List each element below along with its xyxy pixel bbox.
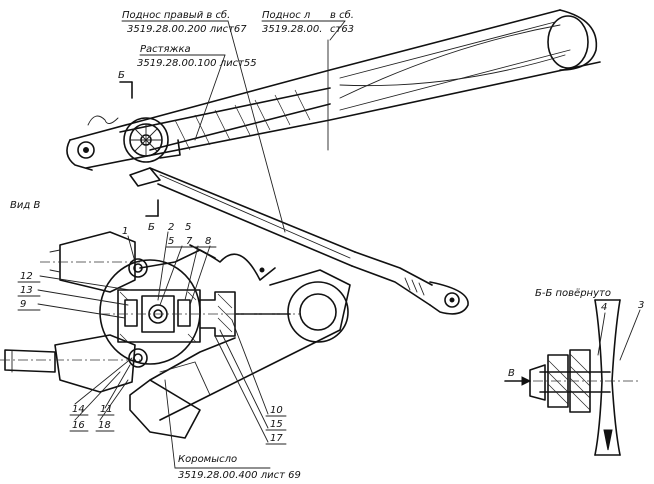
section-mark-label-bottom: Б <box>148 222 155 233</box>
callout-16: 16 <box>72 420 85 431</box>
callout-numbers: 1 2 5 5 7 8 12 13 9 14 11 16 18 10 15 17… <box>17 222 644 445</box>
callout-9: 9 <box>20 299 26 310</box>
label-rastyazhka-code: 3519.28.00.100 лист55 <box>137 58 257 69</box>
label-podnos-right-code: 3519.28.00.200 лист67 <box>127 24 247 35</box>
label-podnos-left: Подноc л <box>262 10 311 21</box>
callout-7: 7 <box>186 236 193 247</box>
callout-18: 18 <box>98 420 111 431</box>
callout-5a: 5 <box>185 222 191 233</box>
label-podnos-left-b: в сб. <box>330 9 354 21</box>
callout-12: 12 <box>20 271 33 282</box>
label-arrow-v: В <box>508 368 515 379</box>
callout-s4: 4 <box>601 302 607 313</box>
label-koromyslo-code: 3519.28.00.400 лист 69 <box>178 470 301 481</box>
pulley-wheel <box>123 117 181 163</box>
callout-15: 15 <box>270 419 283 430</box>
callout-13: 13 <box>20 285 33 296</box>
label-podnos-left-code: 3519.28.00. <box>262 24 322 35</box>
label-koromyslo: Коромысло <box>178 454 237 465</box>
tie-rod <box>129 167 469 315</box>
callout-1: 1 <box>122 226 128 237</box>
label-podnos-right: Подноc правый в сб. <box>122 9 230 21</box>
beam-pivot <box>66 115 119 171</box>
callout-8: 8 <box>205 236 211 247</box>
callout-10: 10 <box>270 405 283 416</box>
callout-17: 17 <box>270 433 283 444</box>
label-rastyazhka: Растяжка <box>140 44 191 55</box>
section-mark-bottom: Б <box>145 199 159 233</box>
text-labels: Подноc правый в сб. 3519.28.00.200 лист6… <box>10 9 611 481</box>
callout-11: 11 <box>100 404 113 415</box>
callout-14: 14 <box>72 404 85 415</box>
callout-5b: 5 <box>168 236 174 247</box>
label-section-title: Б-Б повёрнуто <box>535 288 611 299</box>
section-mark-label-top: Б <box>118 70 125 81</box>
callout-2: 2 <box>168 222 174 233</box>
section-bb <box>504 299 640 456</box>
label-vid-v: Вид В <box>10 200 40 211</box>
label-podnos-left-code-tail: ст63 <box>330 24 354 35</box>
view-v-mechanism <box>0 231 351 439</box>
leader-lines <box>37 20 641 469</box>
upper-beam <box>69 9 601 169</box>
callout-s3: 3 <box>638 300 644 311</box>
section-mark-top: Б <box>118 70 133 99</box>
